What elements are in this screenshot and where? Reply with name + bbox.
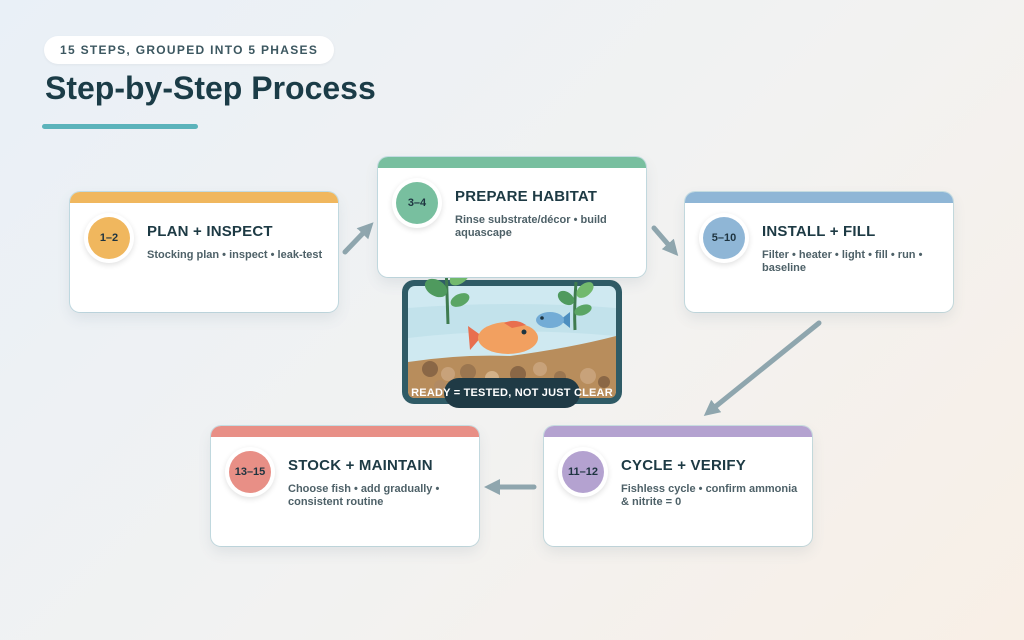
phase-title: STOCK + MAINTAIN: [288, 457, 433, 474]
phase-description: Fishless cycle • confirm ammonia & nitri…: [621, 483, 798, 508]
step-badge-ring: 5–10: [699, 213, 749, 263]
phase-card-plan-inspect: 1–2 PLAN + INSPECT Stocking plan • inspe…: [70, 192, 338, 312]
phase-count-pill: 15 STEPS, GROUPED INTO 5 PHASES: [44, 36, 335, 64]
phase-title: PLAN + INSPECT: [147, 223, 273, 240]
readiness-caption: READY = TESTED, NOT JUST CLEAR: [411, 378, 613, 408]
arrow-plan-to-prepare: [342, 222, 374, 255]
phase-accent-bar: [685, 192, 953, 203]
step-badge-ring: 3–4: [392, 178, 442, 228]
plant-left-icon: [424, 278, 471, 325]
phase-description: Choose fish • add gradually • consistent…: [288, 483, 440, 508]
phase-accent-bar: [544, 426, 812, 437]
phase-title: CYCLE + VERIFY: [621, 457, 746, 474]
step-badge-ring: 1–2: [84, 213, 134, 263]
phase-title: INSTALL + FILL: [762, 223, 876, 240]
phase-title: PREPARE HABITAT: [455, 188, 598, 205]
phase-description: Rinse substrate/décor • build aquascape: [455, 214, 607, 239]
phase-card-cycle-verify: 11–12 CYCLE + VERIFY Fishless cycle • co…: [544, 426, 812, 546]
phase-description: Stocking plan • inspect • leak-test: [147, 249, 323, 261]
step-range-badge: 1–2: [88, 217, 130, 259]
step-range-badge: 11–12: [562, 451, 604, 493]
phase-accent-bar: [70, 192, 338, 203]
step-range-badge: 5–10: [703, 217, 745, 259]
phase-description: Filter • heater • light • fill • run • b…: [762, 249, 923, 274]
phase-accent-bar: [211, 426, 479, 437]
phase-card-stock-maintain: 13–15 STOCK + MAINTAIN Choose fish • add…: [211, 426, 479, 546]
step-badge-ring: 11–12: [558, 447, 608, 497]
phase-card-prepare-habitat: 3–4 PREPARE HABITAT Rinse substrate/déco…: [378, 157, 646, 277]
step-range-badge: 3–4: [396, 182, 438, 224]
title-underline: [42, 124, 198, 129]
arrow-install-to-cycle: [703, 320, 822, 417]
arrow-prepare-to-install: [651, 225, 679, 257]
orange-fish-icon: [468, 320, 538, 354]
phase-card-install-fill: 5–10 INSTALL + FILL Filter • heater • li…: [685, 192, 953, 312]
caption-text: READY = TESTED, NOT JUST CLEAR: [411, 387, 613, 399]
step-range-badge: 13–15: [229, 451, 271, 493]
phase-accent-bar: [378, 157, 646, 168]
blue-fish-icon: [536, 312, 570, 328]
step-badge-ring: 13–15: [225, 447, 275, 497]
eyebrow-text: 15 STEPS, GROUPED INTO 5 PHASES: [60, 43, 319, 57]
plant-right-icon: [557, 281, 594, 331]
page-title: Step-by-Step Process: [45, 70, 376, 106]
